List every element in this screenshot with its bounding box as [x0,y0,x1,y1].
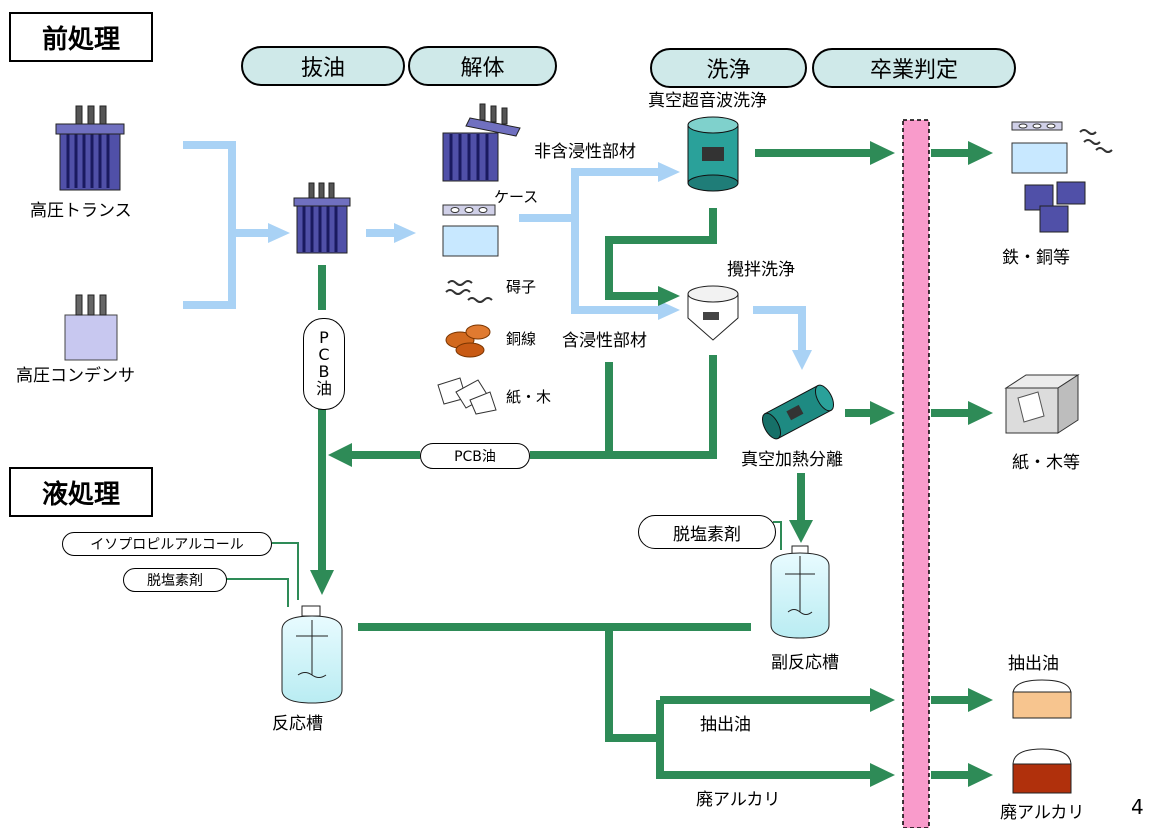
reagent-lines [226,521,782,607]
iron-copper-output-label: 鉄・銅等 [1002,248,1070,268]
vacuum-ultrasonic-label: 真空超音波洗浄 [648,91,767,111]
high-voltage-capacitor-icon [64,294,118,361]
vacuum-heat-label: 真空加熱分離 [741,450,843,470]
waste-alkali-branch-label: 廃アルカリ [696,790,781,810]
pretreatment-section-box: 前処理 [9,12,153,62]
non-impregnated-label: 非含浸性部材 [534,142,636,162]
vacuum-heat-separator-icon [761,384,835,440]
pcb-oil-char-b: B [318,362,330,381]
green-flow-lines [318,149,970,779]
extract-oil-output-label: 抽出油 [1008,654,1059,674]
stage-drain: 抜油 [241,46,405,86]
reactor-label: 反応槽 [272,714,323,734]
stir-wash-label: 攪拌洗浄 [727,260,795,280]
reactor-tank-icon [281,605,343,704]
graduation-judge-bar [902,119,930,828]
liquid-treatment-section-box: 液処理 [9,467,153,517]
pcb-oil-char-c: C [318,345,330,365]
impregnated-label: 含浸性部材 [562,331,647,351]
green-arrowheads [310,141,993,787]
waste-alkali-output-label: 廃アルカリ [1000,803,1085,823]
dechlor-reagent-tag: 脱塩素剤 [123,568,227,592]
blue-arrowheads [268,162,812,370]
insulator-icon [445,280,493,303]
sub-reactor-tank-icon [770,545,830,639]
page-number: 4 [1131,795,1144,819]
case-icon [442,204,499,257]
paper-wood-label: 紙・木 [506,388,552,406]
pcb-oil-char-p: P [319,328,329,348]
extract-oil-branch-label: 抽出油 [700,715,751,735]
dismantled-transformer-icon [442,103,521,182]
dechlor-reagent-tag-sub: 脱塩素剤 [638,515,776,549]
pcb-oil-vertical-tag: P C B 油 [303,318,345,410]
extract-oil-jar-icon [1012,679,1072,719]
high-voltage-transformer-icon [55,105,125,191]
capacitor-label: 高圧コンデンサ [16,366,135,386]
pcb-oil-char-oil: 油 [315,378,332,398]
ipa-reagent-tag: イソプロピルアルコール [62,532,272,556]
copper-wire-icon [445,324,491,358]
paper-wood-output-icon [1004,374,1080,434]
iron-copper-output-icon [1011,121,1113,233]
case-label: ケース [494,188,539,206]
pcb-oil-tag: PCB油 [420,443,530,469]
sub-reactor-label: 副反応槽 [771,653,839,673]
stage-dismantle: 解体 [408,46,557,86]
transformer-label: 高圧トランス [30,201,132,221]
paper-wood-icon [437,377,497,415]
insulator-label: 碍子 [506,278,537,296]
draining-transformer-icon [293,182,351,254]
stage-wash: 洗浄 [650,48,807,88]
stir-washer-icon [687,285,739,341]
paper-wood-output-label: 紙・木等 [1012,453,1080,473]
blue-flow-lines [183,141,806,352]
vacuum-ultrasonic-washer-icon [687,116,739,192]
copper-wire-label: 銅線 [506,330,537,348]
stage-graduation-judge: 卒業判定 [812,48,1016,88]
waste-alkali-jar-icon [1012,748,1072,794]
